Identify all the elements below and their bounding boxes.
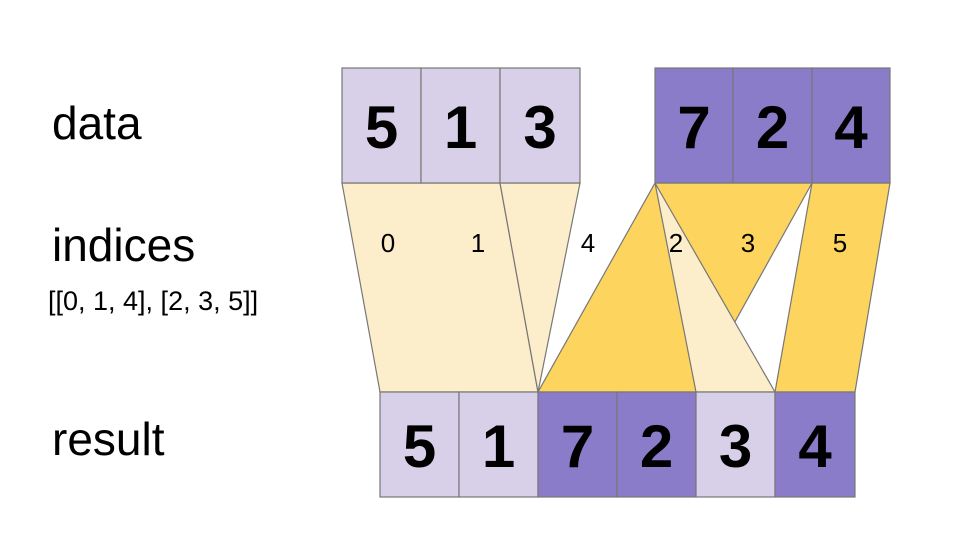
result-cell — [774, 391, 856, 498]
result-cell-value: 1 — [482, 413, 515, 480]
row-label-data: data — [52, 97, 142, 149]
row-label-result: result — [52, 413, 165, 465]
result-cell — [379, 391, 460, 498]
indices-value-text: [[0, 1, 4], [2, 3, 5]] — [48, 286, 259, 316]
indices-labels-layer: 0 1 4 2 3 5 — [381, 228, 847, 258]
index-label: 1 — [471, 228, 485, 258]
indices-ribbons-layer — [341, 182, 891, 393]
index-label: 5 — [833, 228, 847, 258]
index-label: 4 — [581, 228, 595, 258]
data-cell-value: 3 — [523, 94, 556, 161]
result-cell — [616, 391, 697, 498]
index-label: 0 — [381, 228, 395, 258]
data-cell — [341, 67, 422, 184]
result-cell-value: 5 — [403, 413, 436, 480]
data-cell — [732, 67, 813, 184]
data-cell-value: 5 — [365, 94, 398, 161]
result-cell-value: 2 — [640, 413, 673, 480]
result-cell — [458, 391, 539, 498]
data-cell — [499, 67, 581, 184]
row-label-indices: indices — [52, 219, 196, 271]
result-cell-value: 4 — [798, 413, 832, 480]
index-label: 3 — [741, 228, 755, 258]
result-cell — [537, 391, 618, 498]
result-cell-value: 3 — [719, 413, 752, 480]
data-cell-value: 4 — [834, 94, 868, 161]
data-cell — [811, 67, 891, 184]
data-cell-value: 2 — [756, 94, 789, 161]
data-cell-value: 1 — [444, 94, 477, 161]
data-cell — [420, 67, 501, 184]
result-cell-value: 7 — [561, 413, 594, 480]
data-cell-value: 7 — [677, 94, 710, 161]
data-cell — [654, 67, 734, 184]
index-label: 2 — [669, 228, 683, 258]
